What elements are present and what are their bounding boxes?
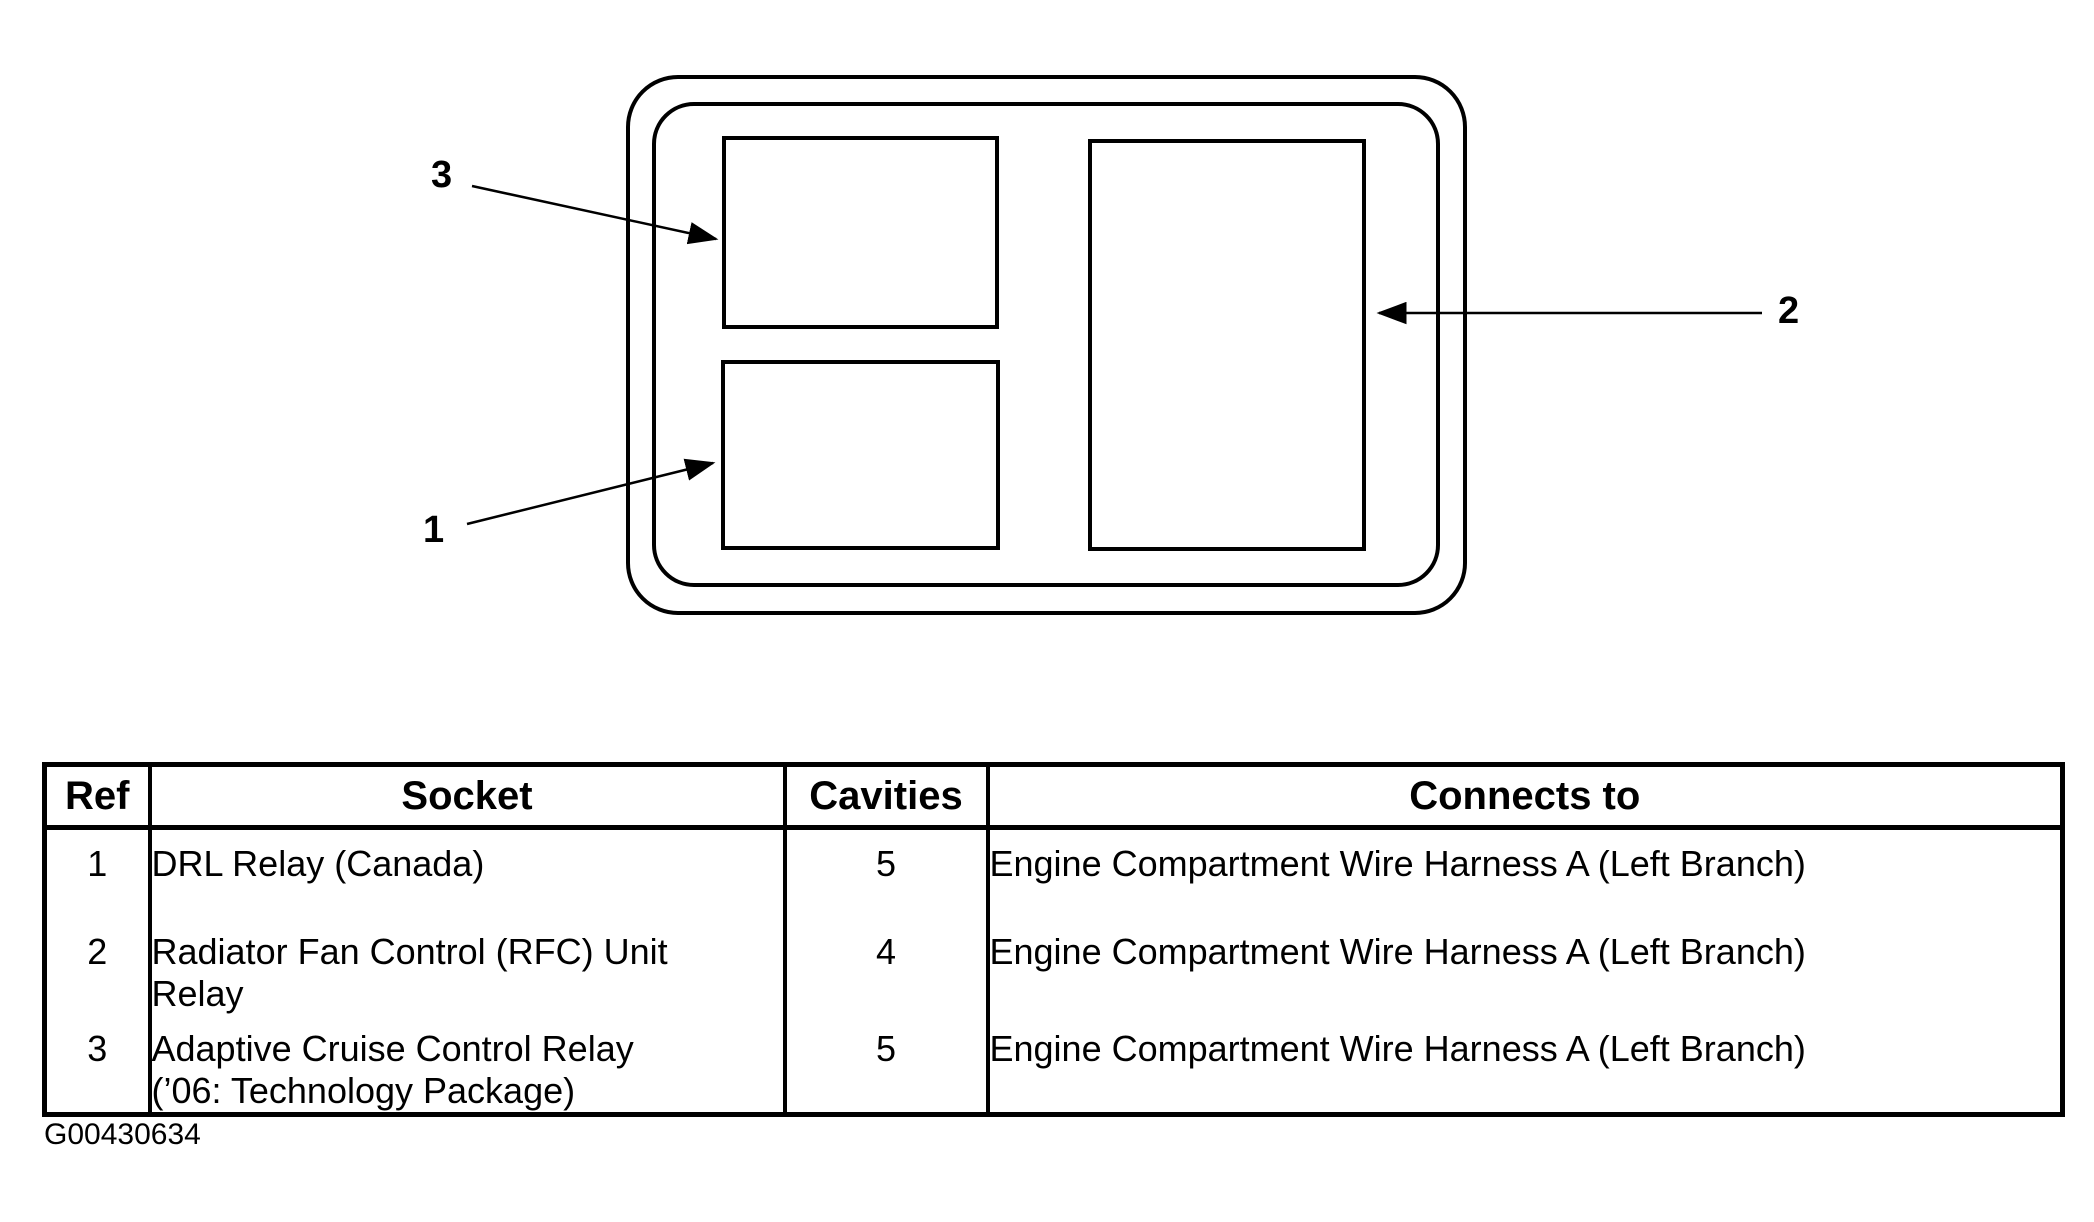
table-row: 1 DRL Relay (Canada) 5 Engine Compartmen… [45, 827, 2063, 918]
cell-cavities: 4 [782, 917, 988, 1015]
col-header-connects-to: Connects to [985, 764, 2063, 830]
socket-3-box [722, 136, 999, 329]
cell-socket: Adaptive Cruise Control Relay (’06: Tech… [147, 1014, 785, 1115]
relay-box-outer-outline [626, 75, 1467, 615]
cell-connects-to: Engine Compartment Wire Harness A (Left … [985, 917, 2063, 1015]
cell-socket: DRL Relay (Canada) [147, 827, 785, 918]
cell-ref: 1 [87, 843, 108, 884]
relay-box-inner-outline [652, 102, 1440, 587]
graphic-id: G00430634 [44, 1118, 201, 1151]
table-row: 3 Adaptive Cruise Control Relay (’06: Te… [45, 1014, 2063, 1115]
col-header-ref: Ref [44, 764, 150, 830]
socket-table: Ref Socket Cavities Connects to 1 DRL Re… [42, 762, 2065, 1117]
cell-ref: 3 [87, 1027, 108, 1069]
col-header-socket: Socket [147, 764, 785, 830]
cell-ref: 2 [87, 930, 108, 972]
cell-connects-to: Engine Compartment Wire Harness A (Left … [985, 827, 2063, 918]
callout-label-2: 2 [1778, 290, 1800, 332]
col-header-cavities: Cavities [782, 764, 988, 830]
callout-label-3: 3 [431, 154, 453, 196]
cell-connects-to: Engine Compartment Wire Harness A (Left … [985, 1014, 2063, 1115]
cell-cavities: 5 [782, 1014, 988, 1115]
callout-label-1: 1 [423, 509, 445, 551]
socket-table-header: Ref Socket Cavities Connects to [44, 764, 2063, 830]
cell-cavities: 5 [782, 827, 988, 918]
socket-1-box [721, 360, 1000, 550]
table-row: 2 Radiator Fan Control (RFC) Unit Relay … [45, 917, 2063, 1015]
header-row: Ref Socket Cavities Connects to [44, 764, 2063, 830]
cell-socket: Radiator Fan Control (RFC) Unit Relay [147, 917, 785, 1015]
socket-2-box [1088, 139, 1366, 551]
